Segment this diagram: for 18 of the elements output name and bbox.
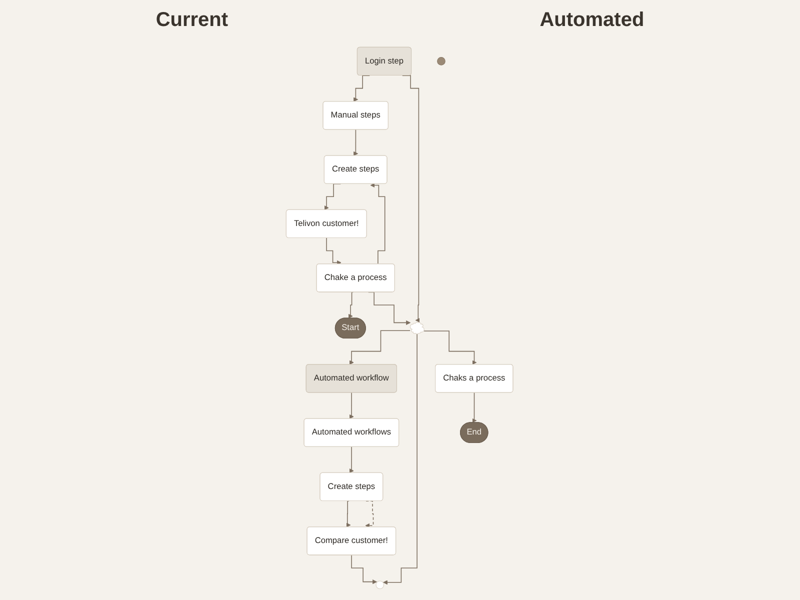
arrow bbox=[348, 292, 354, 318]
column-heading: Automated bbox=[540, 8, 644, 32]
column-heading: Current bbox=[156, 8, 228, 32]
arrow bbox=[424, 330, 478, 365]
arrow bbox=[346, 500, 352, 528]
arrow bbox=[350, 392, 354, 419]
node-circle bbox=[437, 57, 446, 66]
arrow bbox=[370, 183, 386, 264]
arrow bbox=[350, 446, 354, 474]
node-cloud bbox=[410, 322, 425, 334]
arrow bbox=[350, 330, 411, 365]
node-circle bbox=[376, 580, 384, 590]
arrow bbox=[326, 238, 342, 265]
arrow bbox=[472, 392, 478, 423]
arrow bbox=[383, 334, 418, 585]
arrow bbox=[354, 129, 359, 156]
arrow bbox=[352, 554, 378, 584]
arrow bbox=[366, 500, 374, 528]
